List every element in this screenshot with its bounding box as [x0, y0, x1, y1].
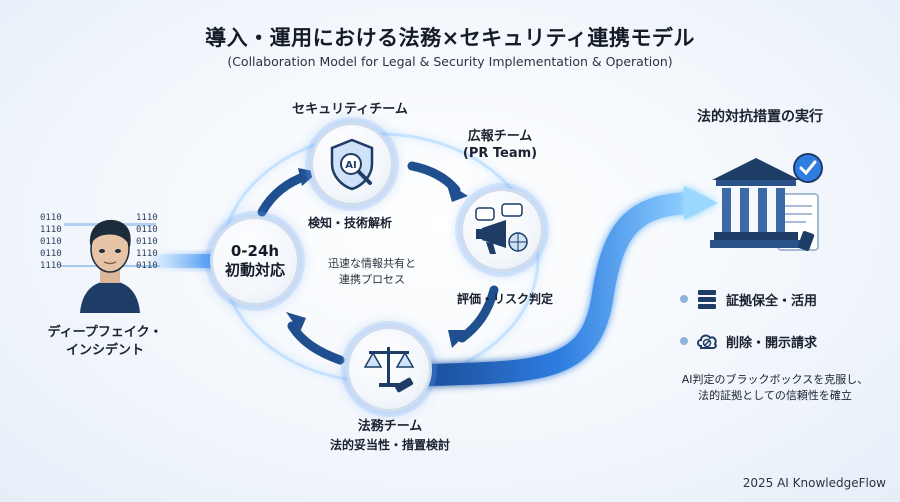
center-note-line1: 迅速な情報共有と — [328, 257, 416, 270]
pr-caption: 評価・リスク判定 — [456, 292, 553, 306]
binary-left: 0110 1110 0110 0110 1110 — [40, 212, 64, 272]
action-item: 削除・開示請求 — [680, 330, 880, 352]
security-title: セキュリティチーム — [292, 102, 408, 117]
server-icon — [698, 290, 716, 309]
hub-circle: 0-24h 初動対応 — [210, 216, 300, 306]
binary-line: 1110 — [40, 261, 62, 271]
security-circle: AI — [310, 122, 394, 206]
action-title: 法的対抗措置の実行 — [697, 109, 823, 125]
action-beam — [419, 192, 701, 386]
binary-line: 0110 — [40, 237, 62, 247]
center-note-line2: 連携プロセス — [339, 273, 405, 286]
pr-circle — [460, 188, 544, 272]
security-caption: 検知・技術解析 — [307, 216, 392, 230]
action-list: 証拠保全・活用 削除・開示請求 — [680, 288, 880, 352]
incident-beam — [150, 254, 220, 268]
legal-caption: 法的妥当性・措置検討 — [329, 438, 450, 452]
action-note-line1: AI判定のブラックボックスを克服し、 — [681, 373, 869, 386]
bullet-icon — [680, 295, 688, 303]
action-beam-head — [684, 186, 718, 220]
cloud-block-icon — [697, 334, 717, 349]
action-illustration — [708, 150, 828, 260]
hub-time: 0-24h — [230, 242, 280, 260]
action-note-line2: 法的証拠としての信頼性を確立 — [698, 389, 852, 402]
arrow-hub-to-security — [257, 171, 311, 217]
hub-label: 初動対応 — [224, 261, 285, 279]
hub-text: 0-24h 初動対応 — [225, 242, 285, 280]
bullet-icon — [680, 337, 688, 345]
incident-label-line2: インシデント — [65, 343, 144, 358]
person-icon — [60, 219, 160, 313]
legal-title-block: 法務チーム 法的妥当性・措置検討 — [300, 418, 480, 454]
legal-title: 法務チーム — [357, 419, 423, 434]
binary-line: 1110 — [136, 213, 158, 223]
binary-line: 1110 — [40, 225, 62, 235]
binary-right: 1110 0110 0110 1110 0110 — [136, 212, 160, 272]
page-subtitle: (Collaboration Model for Legal & Securit… — [227, 54, 673, 69]
action-item: 証拠保全・活用 — [680, 288, 880, 310]
action-item-label: 証拠保全・活用 — [726, 293, 818, 309]
pr-title: 広報チーム — [467, 129, 533, 144]
page-title: 導入・運用における法務×セキュリティ連携モデル — [205, 26, 695, 50]
incident-label: ディープフェイク・ インシデント — [30, 324, 180, 360]
action-note: AI判定のブラックボックスを克服し、 法的証拠としての信頼性を確立 — [660, 372, 890, 404]
footer-credit: 2025 AI KnowledgeFlow — [742, 476, 886, 490]
binary-line: 1110 — [136, 249, 158, 259]
arrow-pr-to-legal — [457, 285, 499, 343]
ai-badge-text: AI — [345, 160, 356, 171]
shield-ai-icon: AI — [330, 138, 374, 191]
incident-label-line1: ディープフェイク・ — [47, 325, 163, 340]
incident-person — [60, 205, 160, 315]
scales-gavel-icon — [363, 347, 415, 393]
megaphone-icon — [475, 203, 528, 254]
legal-circle — [346, 326, 432, 412]
center-note: 迅速な情報共有と 連携プロセス — [312, 256, 432, 288]
action-item-label: 削除・開示請求 — [726, 335, 818, 351]
pr-title-block: 広報チーム (PR Team) — [440, 128, 560, 162]
binary-line: 0110 — [136, 225, 158, 235]
courthouse-icon — [710, 153, 823, 251]
binary-line: 0110 — [136, 237, 158, 247]
arrow-legal-to-hub — [287, 321, 345, 365]
binary-line: 0110 — [40, 213, 62, 223]
pr-subtitle: (PR Team) — [462, 146, 538, 161]
binary-line: 0110 — [136, 261, 158, 271]
binary-line: 0110 — [40, 249, 62, 259]
